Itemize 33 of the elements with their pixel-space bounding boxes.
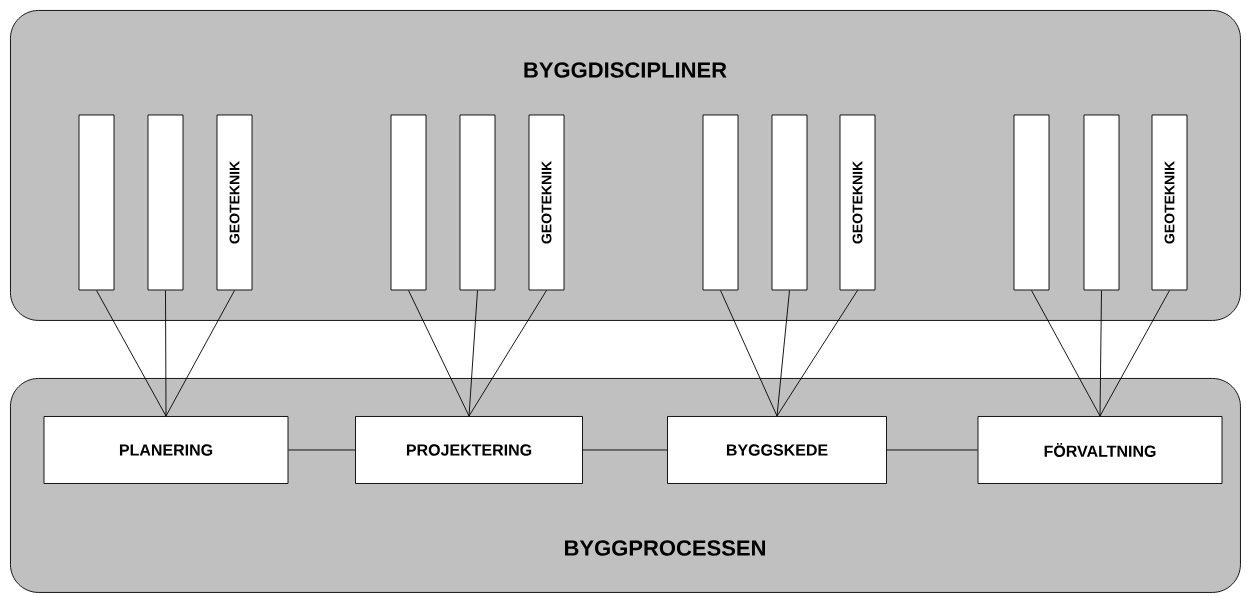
connector-line <box>1031 290 1101 417</box>
connector-line <box>288 449 356 451</box>
connector-line <box>165 290 167 417</box>
connector-line <box>468 290 547 417</box>
discipline-bar <box>147 114 184 291</box>
connector-line <box>886 449 978 451</box>
process-box: FÖRVALTNING <box>977 416 1223 484</box>
connector-line <box>582 449 668 451</box>
panel-title: BYGGPROCESSEN <box>565 540 765 556</box>
connector-line <box>165 290 235 417</box>
discipline-bar <box>78 114 115 291</box>
discipline-bar <box>771 114 808 291</box>
discipline-bar: GEOTEKNIK <box>528 114 565 291</box>
discipline-bar <box>1013 114 1050 291</box>
process-box: BYGGSKEDE <box>667 416 887 484</box>
discipline-bar <box>1083 114 1120 291</box>
connector-line <box>468 290 478 417</box>
discipline-bar <box>702 114 739 291</box>
connector-line <box>776 290 858 417</box>
panel-title: BYGGDISCIPLINER <box>524 62 727 78</box>
discipline-bar <box>390 114 427 291</box>
connector-line <box>96 290 167 417</box>
connector-line <box>1099 290 1170 417</box>
connector-line <box>776 290 790 417</box>
connector-line <box>1099 290 1102 417</box>
process-box: PROJEKTERING <box>355 416 583 484</box>
connector-line <box>408 290 470 417</box>
process-box: PLANERING <box>43 416 289 484</box>
discipline-bar: GEOTEKNIK <box>839 114 876 291</box>
discipline-bar: GEOTEKNIK <box>1151 114 1188 291</box>
connector-line <box>720 290 778 417</box>
discipline-bar <box>459 114 496 291</box>
discipline-bar: GEOTEKNIK <box>216 114 253 291</box>
